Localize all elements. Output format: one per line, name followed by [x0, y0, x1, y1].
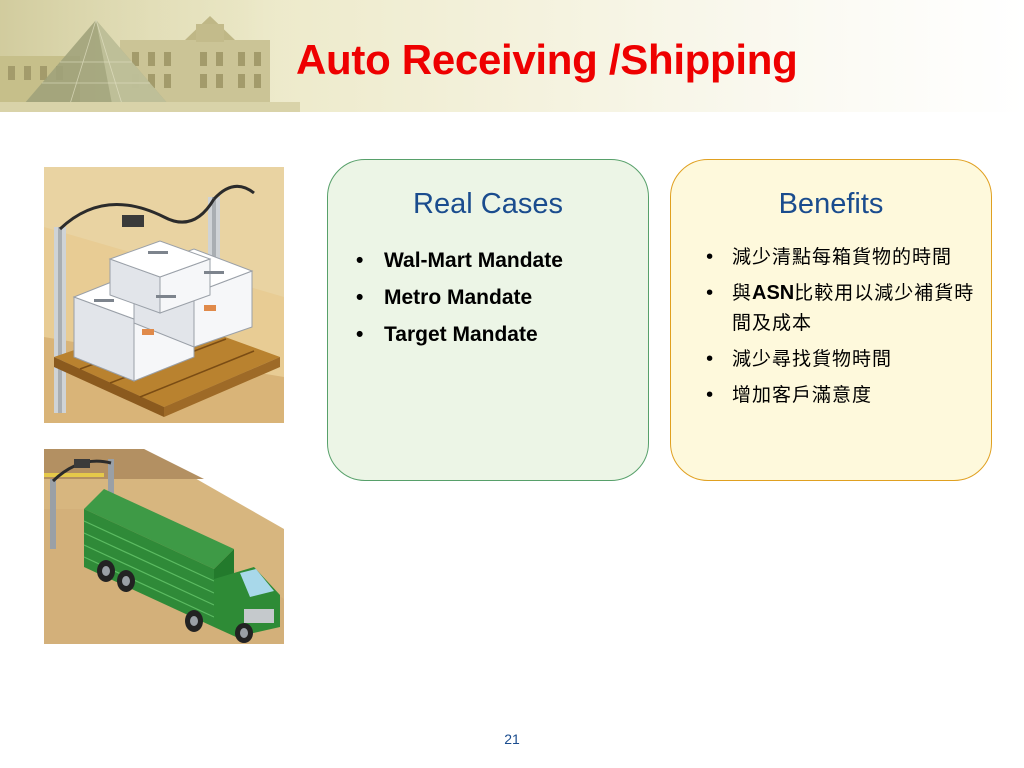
list-item: •增加客戶滿意度 — [704, 380, 975, 410]
benefits-list: •減少清點每箱貨物的時間 •與ASN比較用以減少補貨時間及成本 •減少尋找貨物時… — [704, 242, 975, 416]
bullet-icon: • — [704, 246, 717, 268]
bullet-icon: • — [356, 286, 364, 309]
bullet-icon: • — [356, 323, 364, 346]
real-cases-list: •Wal-Mart Mandate •Metro Mandate •Target… — [356, 242, 638, 353]
list-item: •Target Mandate — [356, 316, 638, 353]
real-cases-heading: Real Cases — [413, 188, 563, 220]
benefits-heading: Benefits — [778, 188, 884, 220]
list-item: •減少尋找貨物時間 — [704, 344, 975, 374]
bullet-icon: • — [704, 384, 717, 406]
rfid-truck-image — [44, 449, 284, 644]
bullet-icon: • — [704, 282, 717, 304]
slide-title: Auto Receiving /Shipping — [296, 36, 798, 83]
louvre-header-image — [0, 0, 300, 112]
list-item: •Metro Mandate — [356, 279, 638, 316]
bullet-icon: • — [704, 348, 717, 370]
real-cases-panel: Real Cases •Wal-Mart Mandate •Metro Mand… — [327, 159, 649, 481]
page-number: 21 — [504, 731, 520, 747]
bullet-icon: • — [356, 249, 364, 272]
rfid-pallet-image — [44, 167, 284, 423]
benefits-panel: Benefits •減少清點每箱貨物的時間 •與ASN比較用以減少補貨時間及成本… — [670, 159, 992, 481]
list-item: •減少清點每箱貨物的時間 — [704, 242, 975, 272]
list-item: •Wal-Mart Mandate — [356, 242, 638, 279]
list-item: •與ASN比較用以減少補貨時間及成本 — [704, 278, 975, 338]
